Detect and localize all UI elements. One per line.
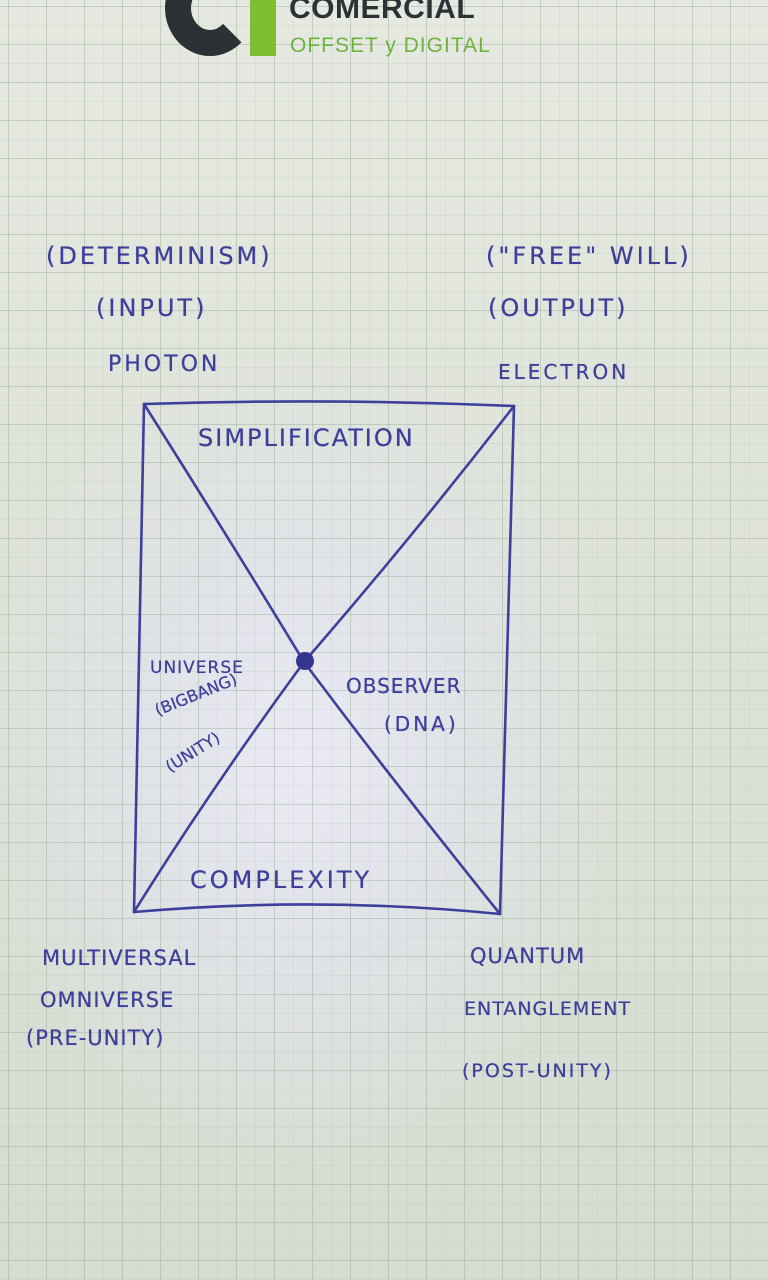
label-entanglement: ENTANGLEMENT <box>464 998 632 1020</box>
label-pre-unity: (PRE-UNITY) <box>26 1026 165 1050</box>
label-post-unity: (POST-UNITY) <box>462 1060 613 1082</box>
logo-green-bar <box>250 0 276 56</box>
diagonal-top-left <box>142 402 306 664</box>
label-simplification: SIMPLIFICATION <box>198 424 415 452</box>
label-complexity: COMPLEXITY <box>190 866 373 894</box>
label-omniverse: OMNIVERSE <box>40 988 175 1012</box>
box-bottom-edge <box>132 903 502 916</box>
box-left-edge <box>132 402 146 914</box>
center-dot <box>296 652 314 670</box>
diagonal-top-right <box>302 404 516 664</box>
label-photon: PHOTON <box>108 352 221 377</box>
label-observer: OBSERVER <box>346 674 462 698</box>
label-quantum: QUANTUM <box>470 944 586 968</box>
label-dna: (DNA) <box>384 712 459 736</box>
label-multiversal: MULTIVERSAL <box>42 946 197 970</box>
box-right-edge <box>498 404 516 916</box>
label-electron: ELECTRON <box>498 360 630 384</box>
label-determinism: (DETERMINISM) <box>46 242 273 270</box>
label-free-will: ("FREE" WILL) <box>486 242 692 270</box>
logo-subtitle: OFFSET y DIGITAL <box>290 34 491 57</box>
box-top-edge <box>142 400 516 408</box>
label-universe: UNIVERSE <box>150 658 244 678</box>
label-input: (INPUT) <box>96 294 208 322</box>
label-output: (OUTPUT) <box>488 294 629 322</box>
diagonal-bottom-left <box>132 660 306 914</box>
logo-title: COMERCIAL <box>289 0 476 25</box>
diagonal-bottom-right <box>302 660 502 916</box>
